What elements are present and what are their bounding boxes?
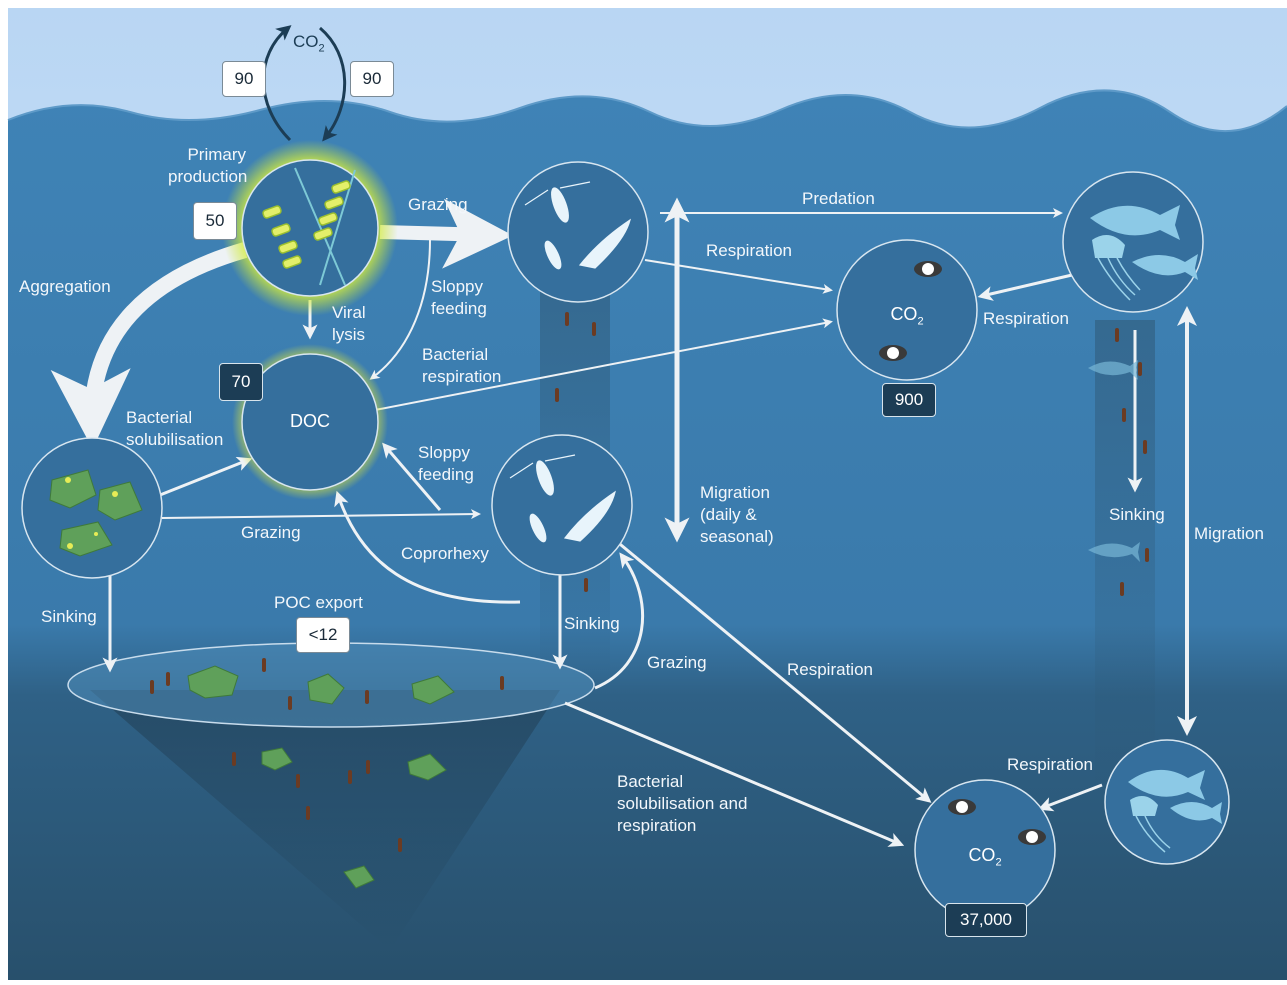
predation-label: Predation: [802, 189, 875, 208]
phytoplankton-node: [241, 159, 379, 297]
drifting-fish: [1088, 360, 1140, 562]
grazing-label-top: Grazing: [408, 195, 468, 214]
respiration-deep-fish-arrow: [1037, 783, 1103, 812]
respiration-fish-arrow: [977, 273, 1073, 301]
viral-lysis-label: Viral lysis: [332, 303, 366, 344]
bacterial-respiration-label: Bacterial respiration: [422, 345, 502, 386]
sloppy-feeding-label-top: Sloppy feeding: [431, 277, 487, 318]
aggregate-icon: [49, 469, 143, 557]
sea-surface: [7, 89, 1287, 132]
doc-node-label: DOC: [290, 411, 330, 431]
sinking-label-fish: Sinking: [1109, 505, 1165, 524]
bacterial-solubilisation-arrow: [159, 456, 253, 497]
co2-deep-store-value: 37,000: [945, 903, 1027, 937]
coprorhexy-arrow: [334, 490, 521, 604]
co2-subscript: 2: [917, 315, 924, 328]
respiration-label-fish: Respiration: [983, 309, 1069, 328]
primary-production-label: Primary production: [168, 145, 248, 186]
sloppy-feeding-label-mid: Sloppy feeding: [418, 443, 474, 484]
co2-subscript: 2: [995, 856, 1002, 869]
aggregate-spots: [65, 477, 118, 549]
co2-surface-node: [836, 239, 978, 381]
co2-molecule-icon: [948, 799, 1046, 845]
grazing-arrow-mid: [161, 509, 481, 520]
grazing-arrow-top: [379, 198, 513, 269]
fish-node-deep: [1104, 739, 1230, 865]
co2-uptake-value: 90: [222, 61, 266, 97]
sinking-label-mid: Sinking: [564, 614, 620, 633]
copepod-krill-icon: [509, 454, 616, 543]
co2-text: CO: [293, 32, 319, 51]
aggregate-node: [21, 437, 163, 579]
fish-jellyfish-icon: [1128, 769, 1222, 853]
aggregation-label: Aggregation: [19, 277, 111, 296]
grazing-label-mid: Grazing: [241, 523, 301, 542]
export-cone: [90, 690, 560, 950]
respiration-label-deep-fish: Respiration: [1007, 755, 1093, 774]
co2-surface-store-value: 900: [882, 383, 936, 417]
bacterial-solubilisation-label: Bacterial solubilisation: [126, 408, 224, 449]
doc-value: 70: [219, 363, 263, 401]
bacterial-respiration-arrow: [374, 318, 833, 411]
co2-text: CO: [968, 845, 996, 865]
fecal-pellets: [150, 312, 1149, 852]
diatom-chain-icon: [262, 167, 356, 286]
grazing-low-arrow: [594, 552, 645, 690]
coprorhexy-label: Coprorhexy: [401, 544, 489, 563]
co2-release-value: 90: [350, 61, 394, 97]
bacterial-sol-resp-arrow: [564, 701, 905, 847]
co2-text: CO: [890, 304, 918, 324]
flux-arrows: [50, 197, 1197, 847]
co2-molecule-icon: [879, 261, 942, 361]
fish-jellyfish-icon: [1090, 205, 1198, 301]
sloppy-feeding-arrow-top: [369, 239, 431, 380]
zooplankton-node-top: [507, 161, 649, 303]
aggregation-arrow: [50, 242, 248, 449]
respiration-deep-arrow: [614, 538, 932, 803]
primary-production-value: 50: [193, 202, 237, 240]
co2-subscript: 2: [318, 42, 325, 55]
poc-export-value: <12: [296, 617, 350, 653]
bacterial-sol-resp-label: Bacterial solubilisation and respiration: [617, 772, 748, 835]
sinking-aggregates: [187, 665, 455, 889]
copepod-krill-icon: [524, 181, 631, 270]
respiration-label-deep: Respiration: [787, 660, 873, 679]
migration-label-fish: Migration: [1194, 524, 1264, 543]
co2-surface-node-label: CO2: [877, 304, 937, 328]
co2-atmosphere-label: CO2: [293, 32, 325, 54]
poc-export-label: POC export: [274, 593, 363, 612]
respiration-label-zoo: Respiration: [706, 241, 792, 260]
sloppy-feeding-arrow-mid: [382, 442, 442, 511]
co2-deep-node-label: CO2: [955, 845, 1015, 869]
co2-release-arrow: [319, 26, 347, 142]
zooplankton-node-mid: [491, 434, 633, 576]
fish-node-top: [1062, 171, 1204, 313]
migration-daily-label: Migration (daily & seasonal): [700, 483, 774, 546]
doc-node: [241, 353, 379, 491]
sinking-label-left: Sinking: [41, 607, 97, 626]
grazing-label-low: Grazing: [647, 653, 707, 672]
